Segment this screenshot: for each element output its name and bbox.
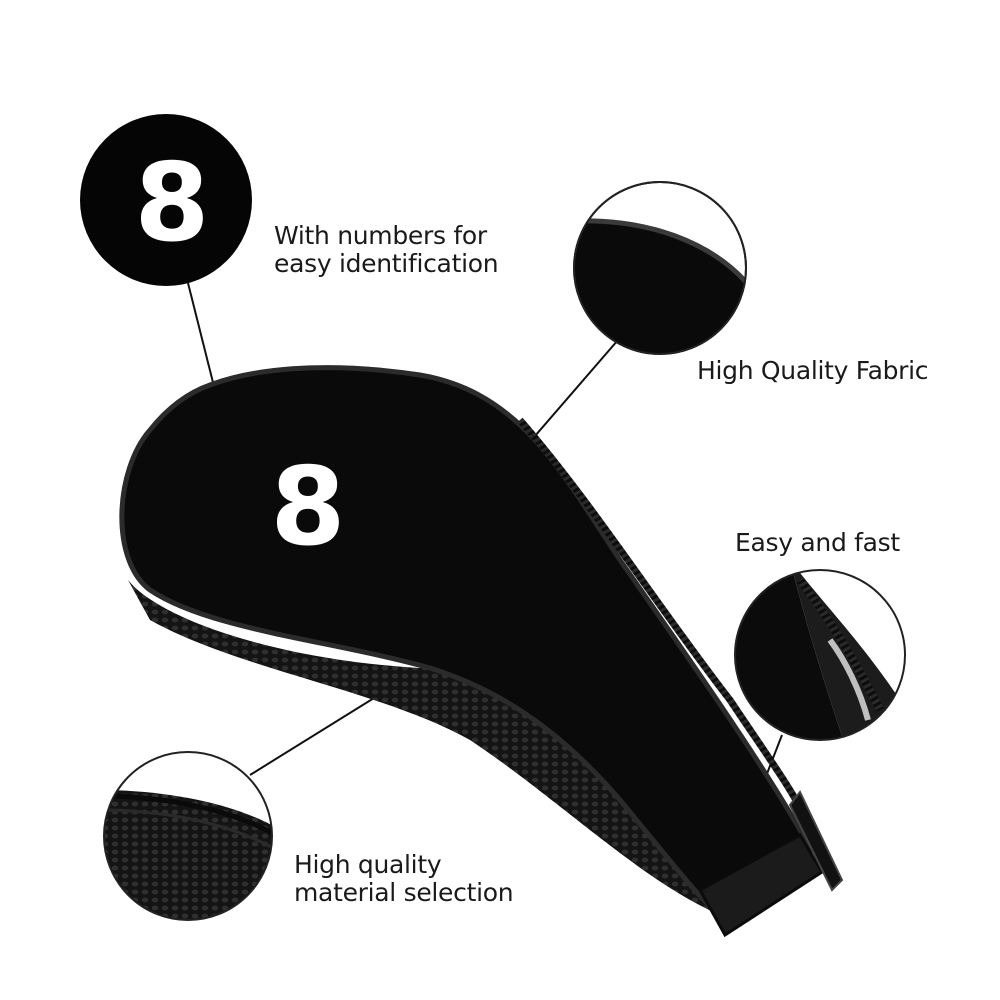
headcover-number: 8 bbox=[270, 445, 345, 570]
headcover bbox=[119, 365, 844, 938]
detail-number-text: 8 bbox=[134, 141, 209, 266]
detail-material bbox=[103, 751, 273, 921]
callout-zipper: Easy and fast bbox=[735, 529, 900, 557]
callout-material-line2: material selection bbox=[294, 878, 514, 907]
callout-zipper-text: Easy and fast bbox=[735, 528, 900, 557]
callout-material-line1: High quality bbox=[294, 850, 442, 879]
callout-numbers-line2: easy identification bbox=[274, 249, 499, 278]
detail-fabric bbox=[573, 181, 747, 355]
detail-number: 8 bbox=[80, 114, 252, 286]
zipper bbox=[517, 417, 814, 832]
zipper-pull bbox=[788, 790, 844, 892]
callout-numbers: With numbers for easy identification bbox=[274, 221, 499, 278]
callout-fabric: High Quality Fabric bbox=[697, 356, 929, 385]
callout-numbers-line1: With numbers for bbox=[274, 221, 487, 250]
mesh-lining bbox=[128, 580, 740, 915]
detail-zipper bbox=[734, 569, 906, 741]
callout-material: High quality material selection bbox=[294, 850, 514, 907]
headcover-body bbox=[119, 365, 813, 918]
callout-fabric-text: High Quality Fabric bbox=[697, 356, 929, 385]
